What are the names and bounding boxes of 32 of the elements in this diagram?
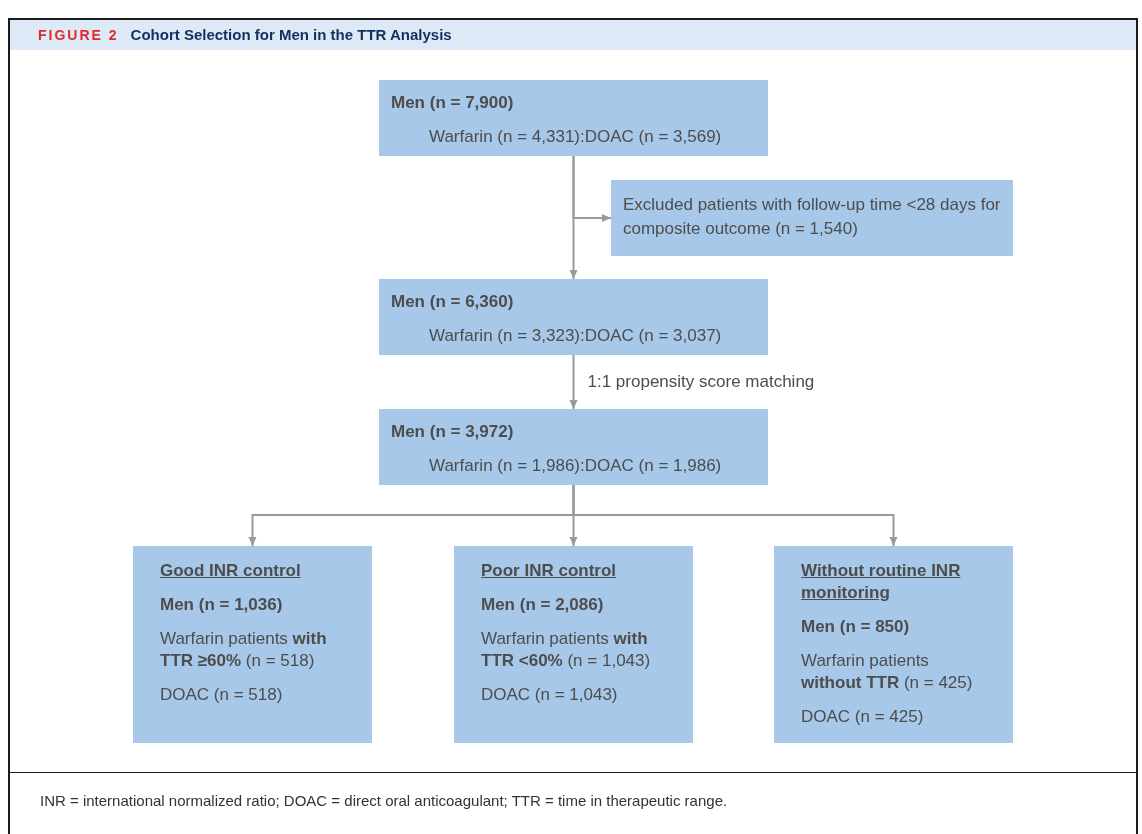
doac-count: DOAC (n = 1,043) bbox=[481, 684, 619, 706]
cohort-count: Men (n = 2,086) bbox=[481, 594, 605, 616]
warfarin-count: Warfarin patients with TTR ≥60% (n = 518) bbox=[160, 628, 328, 672]
process-box bbox=[133, 546, 372, 743]
process-box bbox=[454, 546, 693, 743]
doac-count: DOAC (n = 518) bbox=[160, 684, 284, 706]
cohort-count: Men (n = 7,900) bbox=[391, 92, 515, 114]
process-box bbox=[611, 180, 1013, 256]
process-box bbox=[774, 546, 1013, 743]
exclusion-text: Excluded patients with follow-up time <28 days for composite outcome (n = 1,540) bbox=[623, 194, 1001, 240]
group-heading: Poor INR control bbox=[481, 560, 618, 582]
treatment-split: Warfarin (n = 3,323):DOAC (n = 3,037) bbox=[429, 324, 723, 347]
warfarin-count: Warfarin patients without TTR (n = 425) bbox=[801, 650, 974, 694]
figure-number: FIGURE 2 bbox=[38, 25, 119, 45]
arrow bbox=[572, 484, 898, 547]
cohort-count: Men (n = 3,972) bbox=[391, 421, 515, 443]
group-heading: Without routine INR monitoring bbox=[801, 560, 962, 604]
process-box bbox=[379, 80, 768, 156]
process-box bbox=[379, 279, 768, 355]
cohort-count: Men (n = 1,036) bbox=[160, 594, 284, 616]
caption: INR = international normalized ratio; DOAC = direct oral anticoagulant; TTR = time in therapeutic range. bbox=[40, 791, 728, 811]
treatment-split: Warfarin (n = 4,331):DOAC (n = 3,569) bbox=[429, 125, 723, 148]
doac-count: DOAC (n = 425) bbox=[801, 706, 925, 728]
arrow bbox=[569, 354, 578, 410]
arrow bbox=[569, 155, 578, 280]
group-heading: Good INR control bbox=[160, 560, 302, 582]
treatment-split: Warfarin (n = 1,986):DOAC (n = 1,986) bbox=[429, 454, 723, 477]
figure-title: Cohort Selection for Men in the TTR Analysis bbox=[130, 24, 452, 45]
cohort-count: Men (n = 850) bbox=[801, 616, 911, 638]
cohort-count: Men (n = 6,360) bbox=[391, 291, 515, 313]
process-box bbox=[379, 409, 768, 485]
warfarin-count: Warfarin patients with TTR <60% (n = 1,043) bbox=[481, 628, 652, 672]
